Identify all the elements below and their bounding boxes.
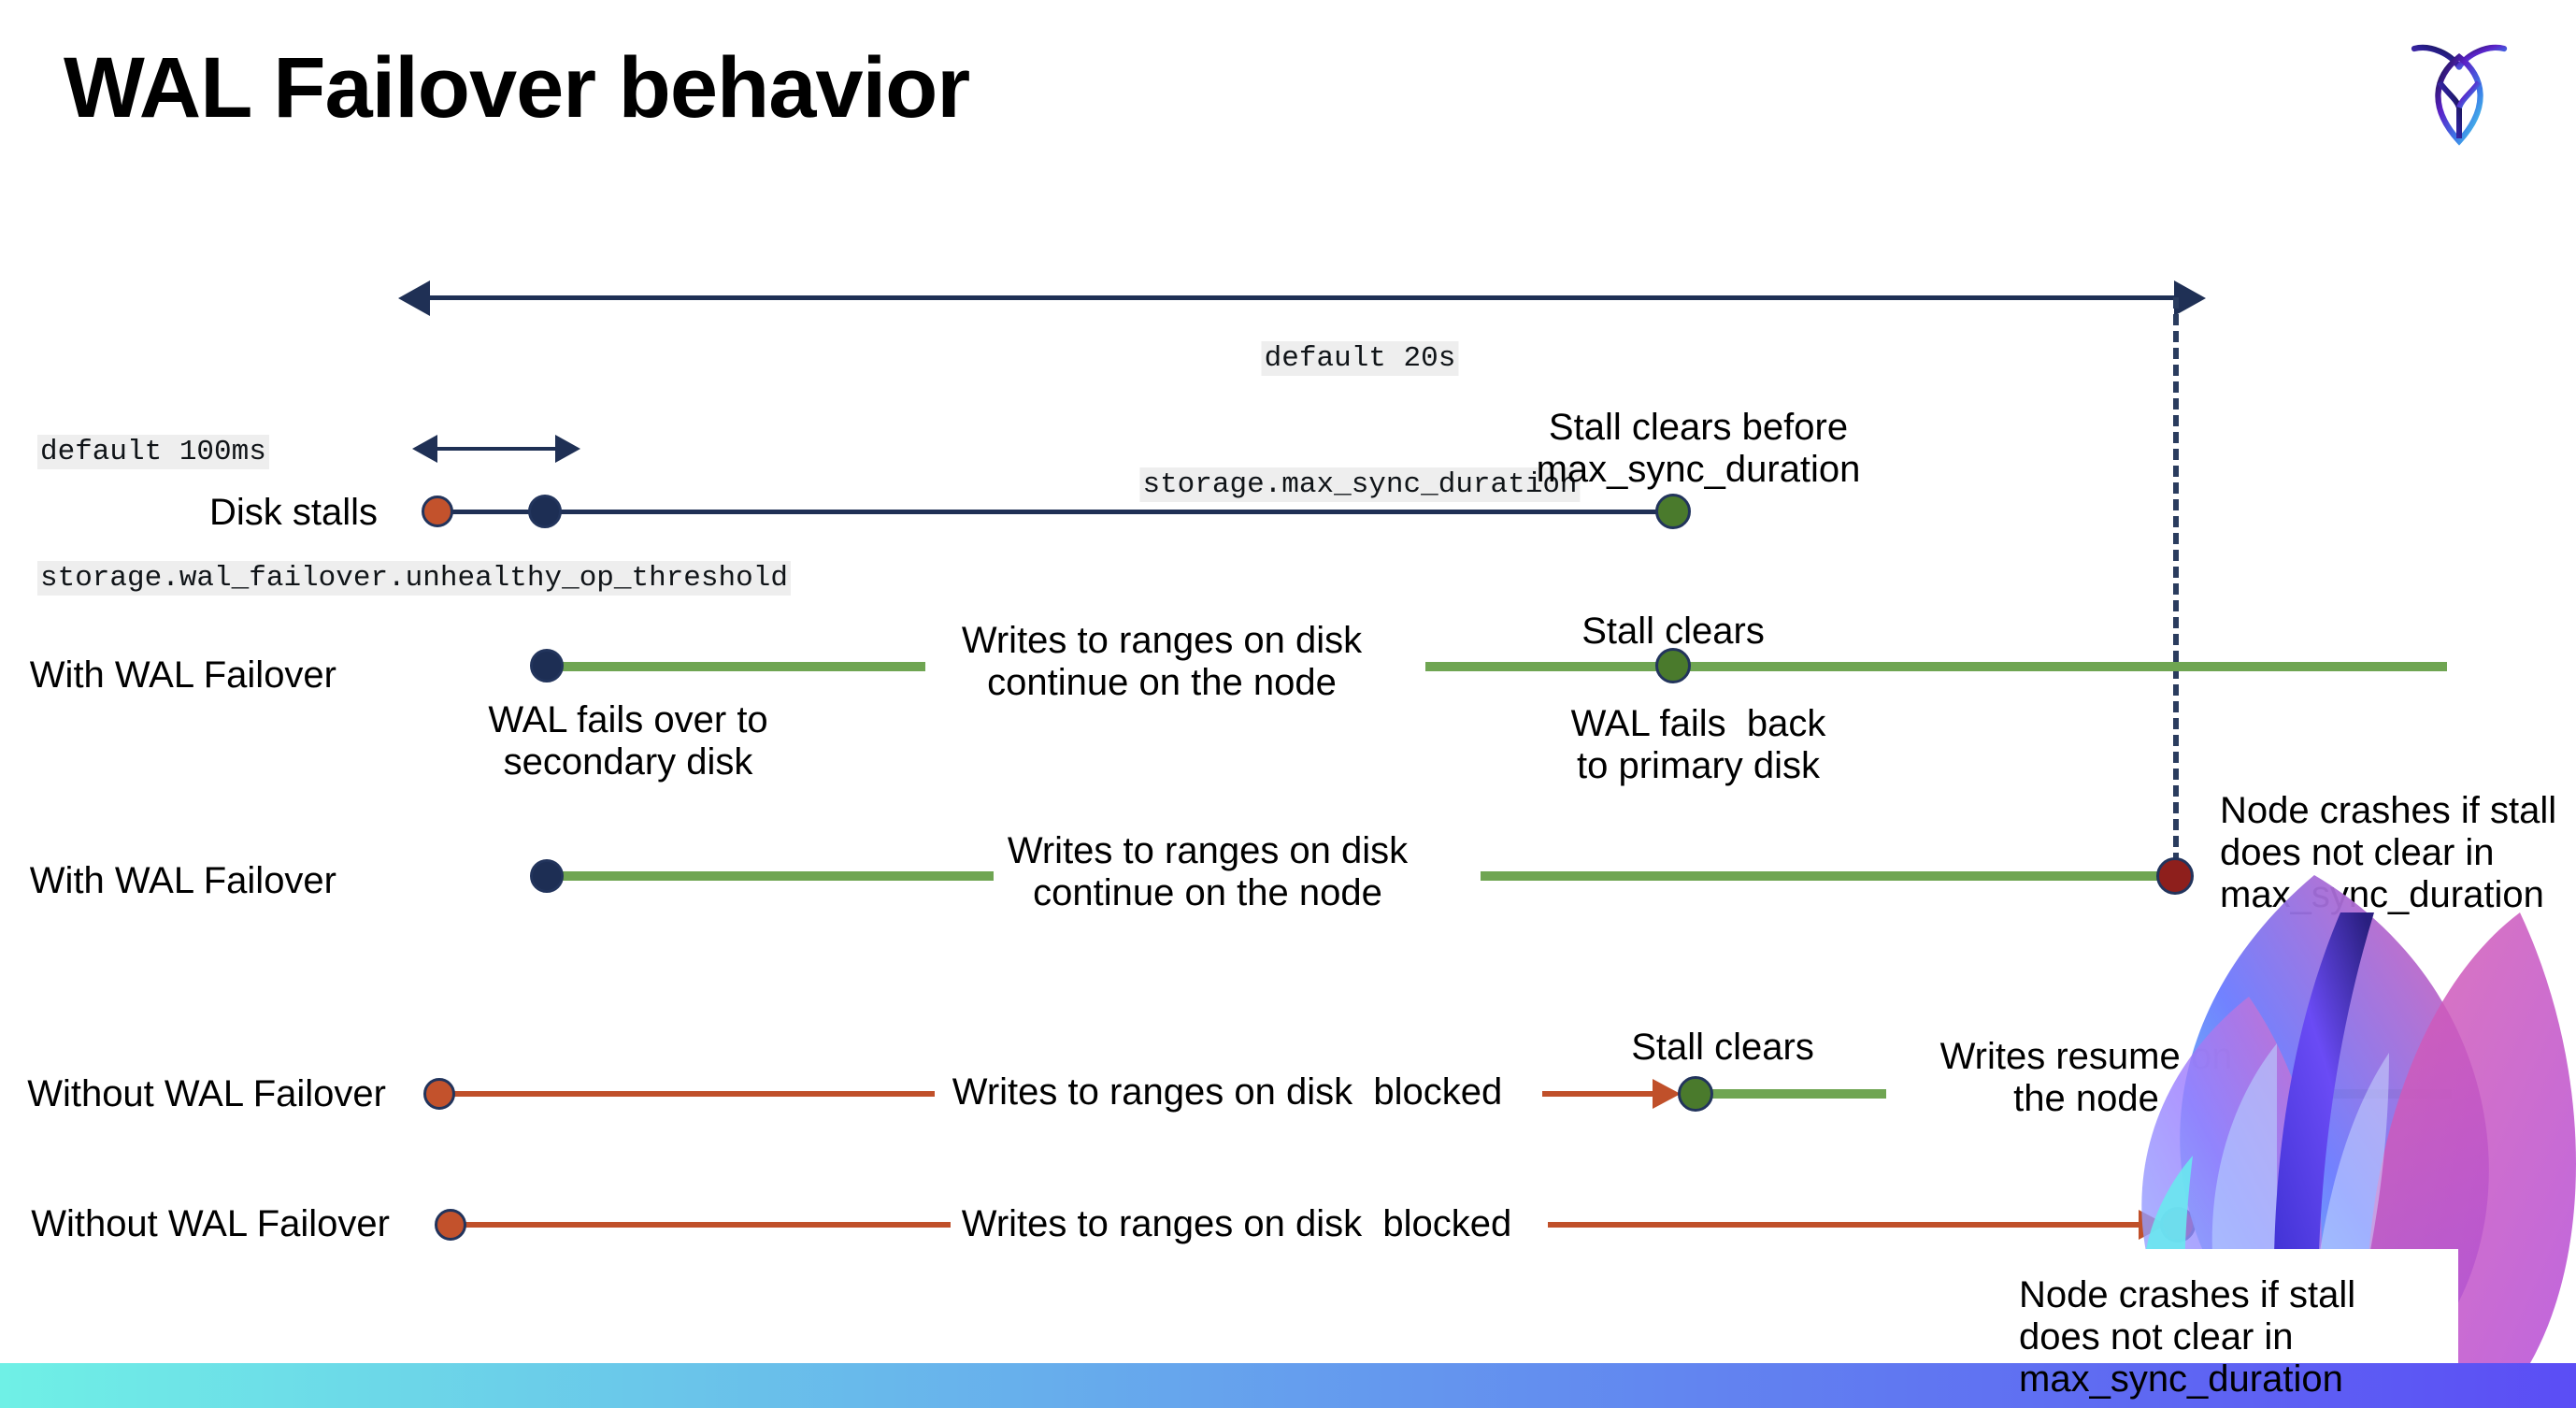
- note-node-crashes-2: Node crashes if stall does not clear in …: [2019, 1274, 2356, 1400]
- without-failover-1-stall-start-dot: [423, 1078, 455, 1110]
- caption-backdrop: [1991, 1249, 2458, 1380]
- note-writes-continue-1: Writes to ranges on disk continue on the…: [961, 620, 1363, 703]
- row-label-disk-stalls: Disk stalls: [208, 492, 378, 533]
- without-failover-1-orange-segment-left: [439, 1091, 935, 1097]
- with-failover-1-green-segment-left: [545, 662, 925, 671]
- note-writes-blocked-1: Writes to ranges on disk blocked: [952, 1071, 1503, 1113]
- with-failover-2-green-segment-right: [1481, 871, 2174, 881]
- max-sync-setting-label: storage.max_sync_duration: [1139, 467, 1581, 502]
- row-label-without-wal-failover-2: Without WAL Failover: [31, 1203, 390, 1244]
- without-failover-2-node-crash-dot: [2160, 1207, 2196, 1243]
- note-node-crashes-1: Node crashes if stall does not clear in …: [2220, 790, 2557, 915]
- page-title: WAL Failover behavior: [64, 40, 970, 136]
- without-failover-2-stall-start-dot: [435, 1209, 466, 1241]
- unhealthy-op-threshold-annotation: default 100ms storage.wal_failover.unhea…: [37, 348, 791, 684]
- max-sync-arrow-left-icon: [398, 280, 430, 316]
- max-sync-default-label: default 20s: [1261, 340, 1459, 376]
- unhealthy-op-default-label: default 100ms: [37, 434, 269, 469]
- disk-stall-cleared-dot: [1655, 494, 1691, 529]
- max-sync-duration-annotation: default 20s storage.max_sync_duration: [1139, 254, 1581, 591]
- note-stall-clears-2: Stall clears: [1631, 1027, 1814, 1068]
- disk-stall-start-dot: [422, 496, 453, 527]
- without-failover-1-stall-clears-dot: [1678, 1076, 1713, 1112]
- without-failover-1-green-segment-far: [2288, 1089, 2452, 1099]
- max-sync-duration-span-line: [430, 295, 2174, 300]
- without-failover-1-green-segment: [1709, 1089, 1886, 1099]
- note-writes-continue-2: Writes to ranges on disk continue on the…: [1007, 830, 1409, 913]
- unhealthy-op-arrow-left-icon: [412, 435, 437, 463]
- cockroachdb-logo-icon: [2389, 21, 2529, 161]
- note-writes-blocked-2: Writes to ranges on disk blocked: [961, 1203, 1512, 1244]
- row-label-without-wal-failover-1: Without WAL Failover: [27, 1073, 386, 1114]
- with-failover-2-green-segment-left: [545, 871, 994, 881]
- unhealthy-op-span-line: [436, 447, 557, 451]
- with-failover-2-node-crash-dot: [2156, 857, 2194, 895]
- without-failover-2-orange-segment-right: [1548, 1222, 2152, 1228]
- with-failover-1-failover-dot: [530, 649, 564, 682]
- row-label-with-wal-failover-2: With WAL Failover: [29, 860, 336, 901]
- with-failover-2-failover-dot: [530, 859, 564, 893]
- note-stall-clears-before-max-sync: Stall clears before max_sync_duration: [1536, 407, 1861, 490]
- with-failover-1-stall-clears-dot: [1655, 648, 1691, 683]
- max-sync-arrow-right-icon: [2174, 280, 2206, 316]
- note-wal-fails-back: WAL fails back to primary disk: [1570, 703, 1826, 786]
- note-stall-clears-1: Stall clears: [1581, 611, 1765, 652]
- note-wal-fails-over: WAL fails over to secondary disk: [488, 699, 768, 783]
- unhealthy-op-arrow-right-icon: [555, 435, 580, 463]
- row-label-with-wal-failover-1: With WAL Failover: [29, 654, 336, 696]
- disk-stalls-timeline: [437, 510, 1673, 514]
- unhealthy-op-setting-label: storage.wal_failover.unhealthy_op_thresh…: [37, 560, 791, 596]
- disk-stall-detected-dot: [528, 495, 562, 528]
- without-failover-1-orange-segment-right: [1542, 1091, 1673, 1097]
- bottom-gradient-band: [0, 1363, 2576, 1408]
- max-sync-boundary-dashed-line: [2173, 297, 2179, 881]
- note-writes-resume: Writes resume on the node: [1939, 1036, 2233, 1119]
- without-failover-1-arrowhead-icon: [1653, 1079, 1681, 1109]
- with-failover-1-green-segment-right: [1425, 662, 2447, 671]
- without-failover-2-orange-segment-left: [451, 1222, 951, 1228]
